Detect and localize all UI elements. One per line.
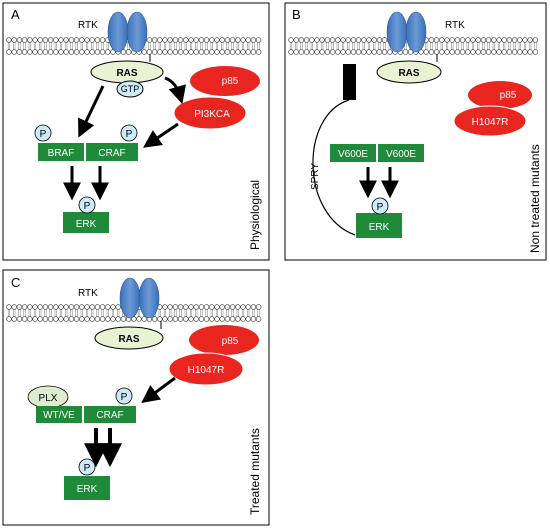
erk: [64, 476, 110, 500]
phospho-braf-label: P: [40, 129, 47, 140]
kinase-right-label: CRAF: [98, 148, 125, 159]
panel-c-letter: C: [11, 275, 20, 290]
arrow-pi3k-craf: [141, 376, 176, 403]
kinase-left: [36, 406, 82, 423]
phospho-erk: [78, 458, 96, 476]
panel-a: A RTK RAS GTP p85 PI3KCA BRAF CRAF P P E…: [2, 2, 270, 261]
pi3k-label: H1047R: [472, 117, 509, 128]
erk: [63, 212, 109, 233]
spry-feedback-curve: [312, 99, 356, 236]
pi3k: [173, 96, 247, 130]
kinase-right: [378, 144, 424, 162]
ras-label: RAS: [118, 334, 139, 345]
kinase-right: [86, 143, 138, 161]
ras-label: RAS: [398, 68, 419, 79]
panel-b: B RTK RAS SPRY p85 H1047R V600E V600E ER…: [284, 2, 547, 261]
p85: [190, 66, 260, 96]
phospho-erk-label: P: [377, 202, 384, 213]
kinase-left: [38, 143, 84, 161]
phospho-craf: [120, 124, 138, 142]
erk-label: ERK: [77, 484, 98, 495]
erk: [356, 213, 402, 238]
phospho-erk-label: P: [84, 201, 91, 212]
condition-label: Non treated mutants: [528, 144, 542, 253]
p85: [189, 325, 259, 355]
receptor: [107, 11, 148, 53]
panel-c: C RTK RAS p85 H1047R PLX WT/VE CRAF P ER…: [2, 269, 270, 526]
rtk-label: RTK: [78, 20, 98, 31]
p85-label: p85: [500, 90, 517, 101]
arrow-pi3k-craf: [143, 122, 179, 148]
ras-label: RAS: [116, 68, 137, 79]
pi3k: [168, 352, 244, 386]
kinase-right: [84, 406, 136, 423]
kinase-left-label: BRAF: [48, 148, 75, 159]
kinase-left-label: V600E: [338, 149, 368, 160]
panel-a-letter: A: [11, 7, 20, 22]
erk-label: ERK: [76, 219, 97, 230]
phospho-erk: [371, 197, 389, 215]
phospho-braf: [34, 124, 52, 142]
p85-label: p85: [222, 336, 239, 347]
pi3k: [453, 105, 527, 137]
panel-b-letter: B: [292, 7, 301, 22]
phospho-erk-label: P: [84, 463, 91, 474]
arrow-ras-braf: [78, 85, 105, 138]
phospho-craf: [115, 387, 133, 405]
p85-label: p85: [222, 76, 239, 87]
rtk-label: RTK: [445, 20, 465, 31]
receptor: [386, 11, 427, 53]
ras: [94, 326, 164, 350]
arrow-ras-pi3k: [164, 76, 187, 105]
kinase-right-label: V600E: [386, 149, 416, 160]
phospho-erk: [78, 196, 96, 214]
spry-label: SPRY: [310, 163, 321, 190]
kinase-left: [330, 144, 376, 162]
condition-label: Physiological: [248, 180, 262, 250]
condition-label: Treated mutants: [248, 428, 262, 515]
gtp-label: GTP: [121, 84, 140, 94]
kinase-left-label: WT/VE: [43, 410, 75, 421]
erk-label: ERK: [369, 222, 390, 233]
receptor: [119, 277, 160, 319]
pi3k-label: H1047R: [188, 365, 225, 376]
plx-label: PLX: [39, 393, 58, 404]
p85: [468, 81, 532, 109]
rtk-label: RTK: [78, 288, 98, 299]
spry-inhibition-bar: [343, 64, 356, 100]
phospho-craf-label: P: [126, 129, 133, 140]
phospho-craf-label: P: [121, 392, 128, 403]
kinase-right-label: CRAF: [96, 410, 123, 421]
ras: [376, 60, 442, 84]
gtp: [116, 80, 144, 98]
pi3k-label: PI3KCA: [194, 109, 230, 120]
